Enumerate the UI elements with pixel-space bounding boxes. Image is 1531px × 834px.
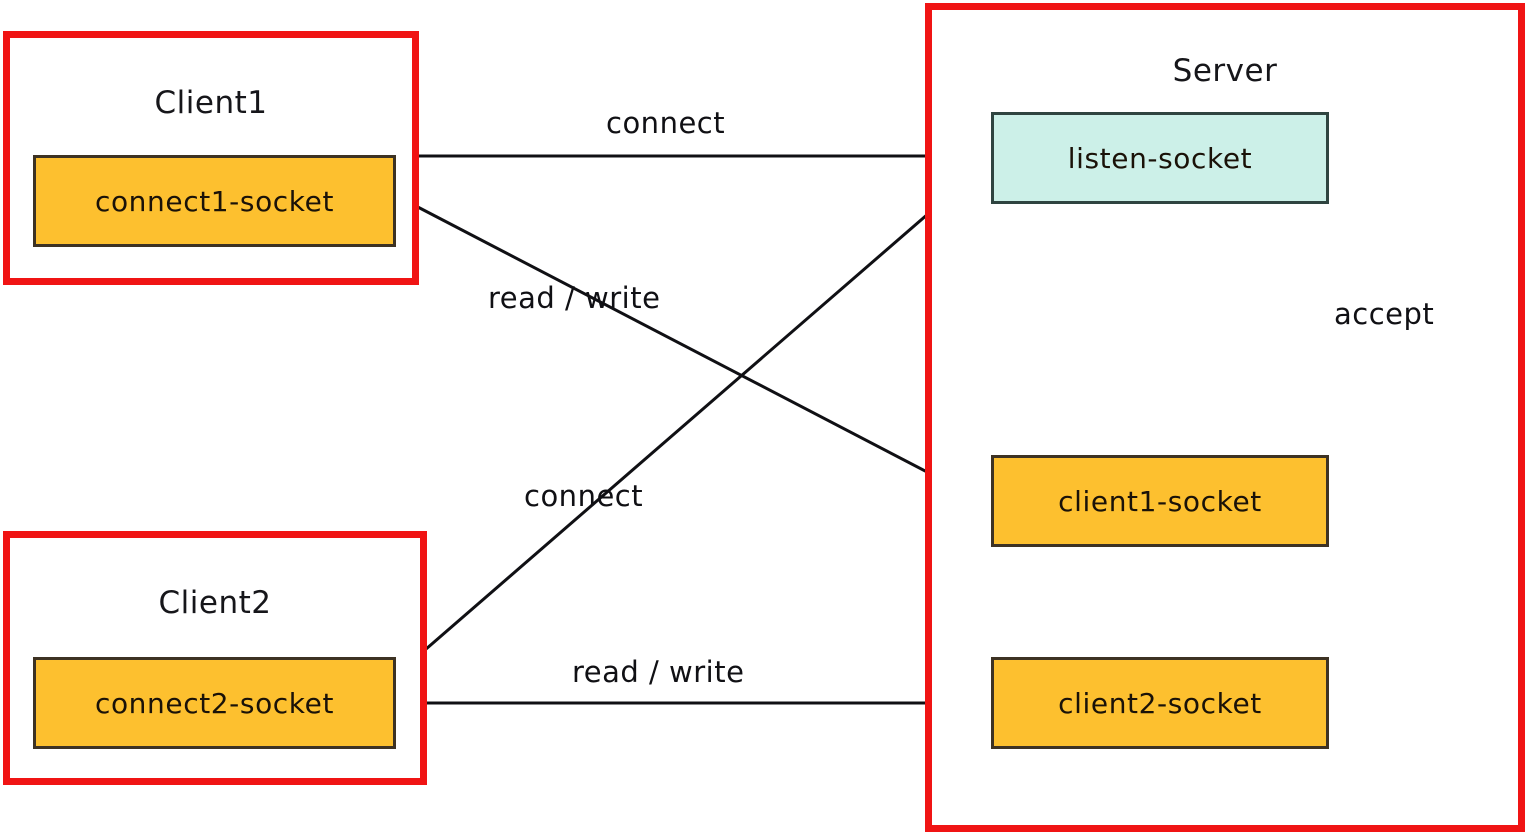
node-connect2-socket-label: connect2-socket xyxy=(94,686,335,720)
node-connect1-socket-label: connect1-socket xyxy=(94,184,335,218)
node-client2-socket[interactable]: client2-socket xyxy=(991,657,1329,749)
edge-label-readwrite-2: read / write xyxy=(572,655,745,689)
edge-connect-2 xyxy=(417,166,982,658)
edge-readwrite-1 xyxy=(398,193,980,501)
edge-label-accept: accept xyxy=(1334,297,1435,331)
edge-label-connect-1: connect xyxy=(606,106,726,140)
node-client2-socket-label: client2-socket xyxy=(1058,686,1262,720)
group-client2-title: Client2 xyxy=(158,585,272,621)
node-connect2-socket[interactable]: connect2-socket xyxy=(33,657,396,749)
edge-label-readwrite-1: read / write xyxy=(488,281,661,315)
node-listen-socket[interactable]: listen-socket xyxy=(991,112,1329,204)
group-server-title: Server xyxy=(1172,53,1278,89)
group-client1-title: Client1 xyxy=(154,85,268,121)
node-connect1-socket[interactable]: connect1-socket xyxy=(33,155,396,247)
edge-label-connect-2: connect xyxy=(524,479,644,513)
node-client1-socket[interactable]: client1-socket xyxy=(991,455,1329,547)
node-client1-socket-label: client1-socket xyxy=(1058,484,1262,518)
node-listen-socket-label: listen-socket xyxy=(1067,141,1253,175)
